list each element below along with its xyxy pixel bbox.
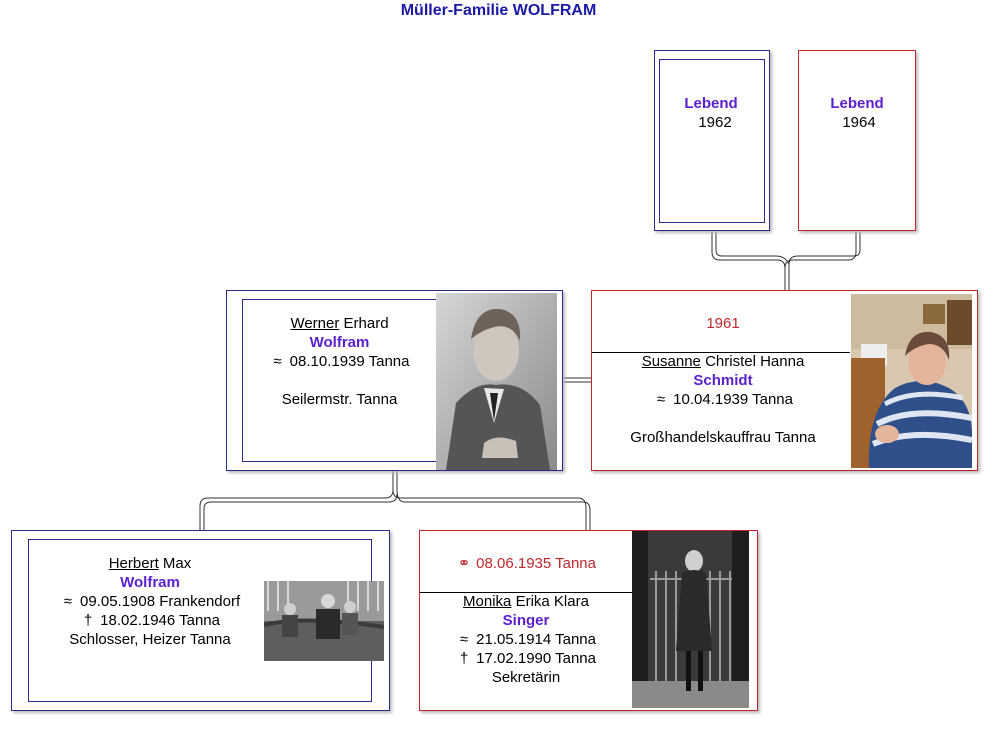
- child-birth-year: 1962: [698, 114, 732, 131]
- middle-names: Max: [162, 555, 192, 572]
- birth-line: ≈ 08.10.1939 Tanna: [242, 352, 437, 371]
- occupation: Großhandelskauffrau Tanna: [630, 429, 816, 446]
- grandmother-photo: [632, 531, 749, 708]
- child-card-2[interactable]: Lebend 1964: [798, 50, 916, 231]
- divider: [592, 352, 850, 353]
- grandfather-card[interactable]: Herbert Max Wolfram ≈ 09.05.1908 Franken…: [11, 530, 390, 711]
- baptism-icon: ≈: [656, 391, 666, 408]
- surname: Singer: [502, 612, 550, 629]
- page-title: Müller-Familie WOLFRAM: [400, 2, 597, 19]
- marriage-rings-icon: ⚭: [457, 555, 471, 572]
- grandfather-photo: [264, 581, 384, 661]
- birth-date-place: 09.05.1908 Frankendorf: [80, 593, 241, 610]
- first-name: Werner: [290, 315, 340, 332]
- birth-line: ≈ 09.05.1908 Frankendorf: [28, 592, 272, 611]
- child-status: Lebend: [684, 95, 738, 112]
- father-card[interactable]: Werner Erhard Wolfram ≈ 08.10.1939 Tanna…: [226, 290, 563, 471]
- mother-photo: [851, 294, 972, 468]
- birth-date-place: 10.04.1939 Tanna: [673, 391, 793, 408]
- death-cross-icon: †: [459, 650, 469, 667]
- baptism-icon: ≈: [459, 631, 469, 648]
- divider: [420, 592, 632, 593]
- death-date-place: 17.02.1990 Tanna: [476, 650, 596, 667]
- middle-names: Erhard: [343, 315, 389, 332]
- marriage-line: ⚭ 08.06.1935 Tanna: [420, 554, 632, 573]
- person-name: Monika Erika Klara: [420, 592, 632, 611]
- baptism-icon: ≈: [63, 593, 72, 610]
- first-name: Susanne: [641, 353, 701, 370]
- father-photo: [436, 293, 557, 470]
- marriage-date-place: 08.06.1935 Tanna: [476, 555, 596, 572]
- death-line: † 17.02.1990 Tanna: [420, 649, 632, 668]
- child-card-1[interactable]: Lebend 1962: [654, 50, 770, 231]
- first-name: Monika: [463, 593, 512, 610]
- surname: Schmidt: [693, 372, 753, 389]
- person-name: Werner Erhard: [242, 314, 437, 333]
- death-line: † 18.02.1946 Tanna: [28, 611, 272, 630]
- child-birth-year: 1964: [842, 114, 876, 131]
- birth-line: ≈ 10.04.1939 Tanna: [592, 390, 854, 409]
- occupation: Schlosser, Heizer Tanna: [69, 631, 231, 648]
- marriage-year: 1961: [706, 315, 740, 332]
- child-status: Lebend: [830, 95, 884, 112]
- birth-date-place: 08.10.1939 Tanna: [289, 353, 410, 370]
- person-name: Susanne Christel Hanna: [592, 352, 854, 371]
- mother-card[interactable]: 1961 Susanne Christel Hanna Schmidt ≈ 10…: [591, 290, 978, 471]
- grandmother-card[interactable]: ⚭ 08.06.1935 Tanna Monika Erika Klara Si…: [419, 530, 758, 711]
- death-cross-icon: †: [83, 612, 93, 629]
- surname: Wolfram: [120, 574, 180, 591]
- occupation: Seilermstr. Tanna: [281, 391, 398, 408]
- birth-date-place: 21.05.1914 Tanna: [476, 631, 596, 648]
- first-name: Herbert: [108, 555, 159, 572]
- person-name: Herbert Max: [28, 554, 272, 573]
- death-date-place: 18.02.1946 Tanna: [100, 612, 220, 629]
- middle-names: Christel Hanna: [705, 353, 805, 370]
- surname: Wolfram: [309, 334, 370, 351]
- birth-line: ≈ 21.05.1914 Tanna: [420, 630, 632, 649]
- occupation: Sekretärin: [491, 669, 561, 686]
- baptism-icon: ≈: [273, 353, 282, 370]
- middle-names: Erika Klara: [515, 593, 589, 610]
- child-card-inner: [659, 59, 765, 223]
